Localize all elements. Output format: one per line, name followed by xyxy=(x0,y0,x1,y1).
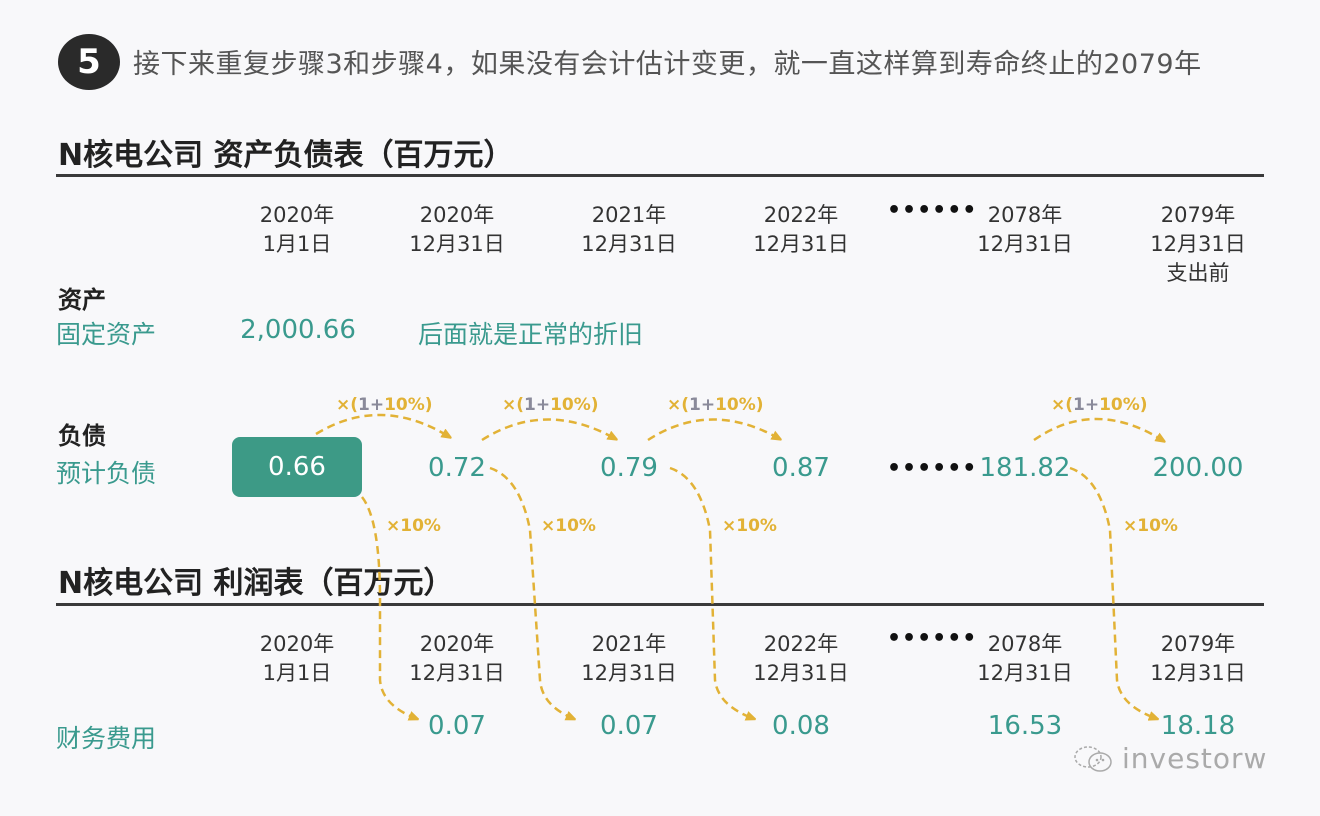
interest-label-2: ×10% xyxy=(541,516,596,536)
growth-label-3: ×(1+10%) xyxy=(667,395,764,415)
interest-label-4: ×10% xyxy=(1123,516,1178,536)
balance-sheet-rule xyxy=(56,174,1264,177)
provision-2022: 0.87 xyxy=(772,453,830,483)
interest-label-3: ×10% xyxy=(722,516,777,536)
provision-2021: 0.79 xyxy=(600,453,658,483)
finance-cost-2022: 0.08 xyxy=(772,711,830,741)
interest-label-1: ×10% xyxy=(386,516,441,536)
growth-label-1: ×(1+10%) xyxy=(336,395,433,415)
income-statement-title: N核电公司 利润表（百万元） xyxy=(58,566,454,601)
provision-2020: 0.72 xyxy=(428,453,486,483)
liabilities-header: 负债 xyxy=(58,422,106,450)
provision-2079: 200.00 xyxy=(1152,453,1244,483)
provision-ellipsis: •••••• xyxy=(887,456,978,481)
bs-header-ellipsis: •••••• xyxy=(887,198,978,223)
is-header-ellipsis: •••••• xyxy=(887,626,978,651)
assets-header: 资产 xyxy=(58,286,106,314)
watermark: investorw xyxy=(1072,742,1267,775)
balance-sheet-title: N核电公司 资产负债表（百万元） xyxy=(58,138,514,173)
provision-2078: 181.82 xyxy=(979,453,1071,483)
fixed-assets-value: 2,000.66 xyxy=(240,315,356,345)
growth-label-2: ×(1+10%) xyxy=(502,395,599,415)
fixed-assets-note: 后面就是正常的折旧 xyxy=(418,320,644,349)
provision-label: 预计负债 xyxy=(56,459,157,488)
growth-label-4: ×(1+10%) xyxy=(1051,395,1148,415)
step-instruction: 接下来重复步骤3和步骤4，如果没有会计估计变更，就一直这样算到寿命终止的2079… xyxy=(133,49,1202,80)
wechat-icon xyxy=(1074,745,1112,772)
step-number-badge: 5 xyxy=(58,34,120,90)
income-statement-rule xyxy=(56,603,1264,606)
finance-cost-label: 财务费用 xyxy=(56,724,157,753)
fixed-assets-label: 固定资产 xyxy=(56,320,157,349)
finance-cost-2079: 18.18 xyxy=(1160,711,1236,741)
finance-cost-2021: 0.07 xyxy=(600,711,658,741)
provision-initial-highlight: 0.66 xyxy=(232,437,362,497)
finance-cost-2020: 0.07 xyxy=(428,711,486,741)
finance-cost-2078: 16.53 xyxy=(987,711,1063,741)
watermark-text: investorw xyxy=(1122,742,1268,775)
